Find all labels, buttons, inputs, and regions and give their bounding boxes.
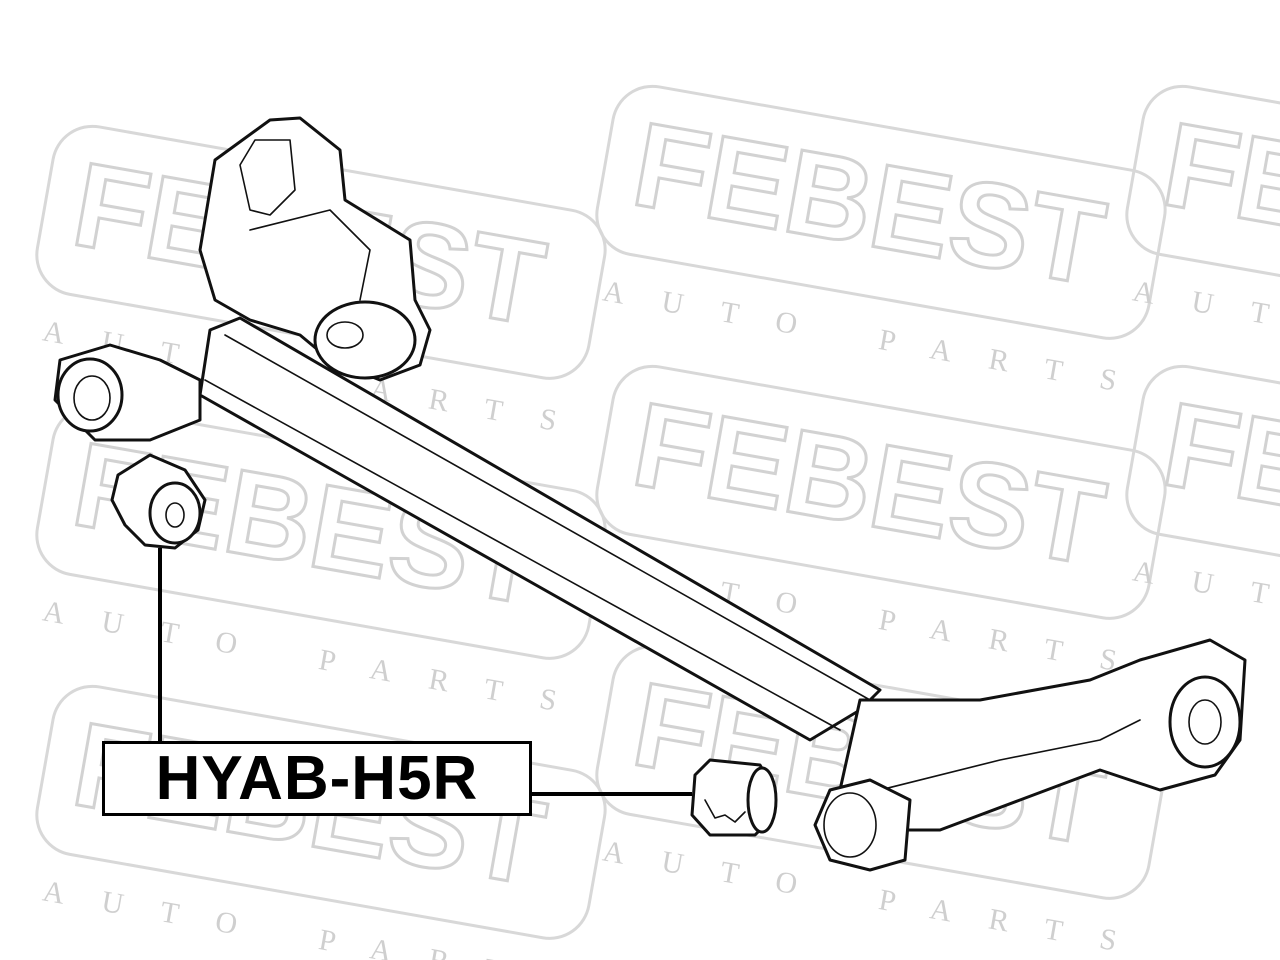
left-bracket-detail	[239, 139, 296, 216]
beam-edge-lower	[204, 379, 841, 731]
watermark-brand: FEBEST	[1154, 97, 1280, 311]
right-arm-end	[813, 778, 912, 872]
watermark-2: FEBEST AUTO PARTS	[595, 84, 1167, 404]
left-hub-flange	[313, 300, 417, 380]
left-bushing-face	[148, 481, 202, 545]
left-bracket-detail-2	[249, 209, 371, 301]
watermark-brand: FEBEST	[624, 97, 1113, 311]
right-bushing-rib	[704, 799, 746, 823]
watermark-brand: FEBEST	[624, 377, 1113, 591]
right-housing-eye	[823, 792, 877, 858]
part-number-label: HYAB-H5R	[102, 741, 532, 816]
right-bushing-face	[746, 766, 778, 834]
left-bushing-bore	[165, 502, 185, 528]
watermark-brand: FEBEST	[1154, 377, 1280, 591]
left-bushing	[110, 453, 207, 550]
left-hub-center	[326, 321, 364, 349]
right-bracket-detail	[879, 719, 1141, 791]
left-housing-eye-inner	[73, 375, 111, 421]
beam-edge	[224, 334, 871, 701]
right-hub-center	[1188, 699, 1222, 745]
watermark-7: FEBEST AUTO PARTS	[35, 684, 607, 960]
axle-beam	[53, 116, 1247, 872]
watermark-6: FEBEST AUTO PARTS	[1125, 364, 1280, 684]
watermark-3: FEBEST AUTO PARTS	[1125, 84, 1280, 404]
right-bushing	[690, 758, 778, 837]
